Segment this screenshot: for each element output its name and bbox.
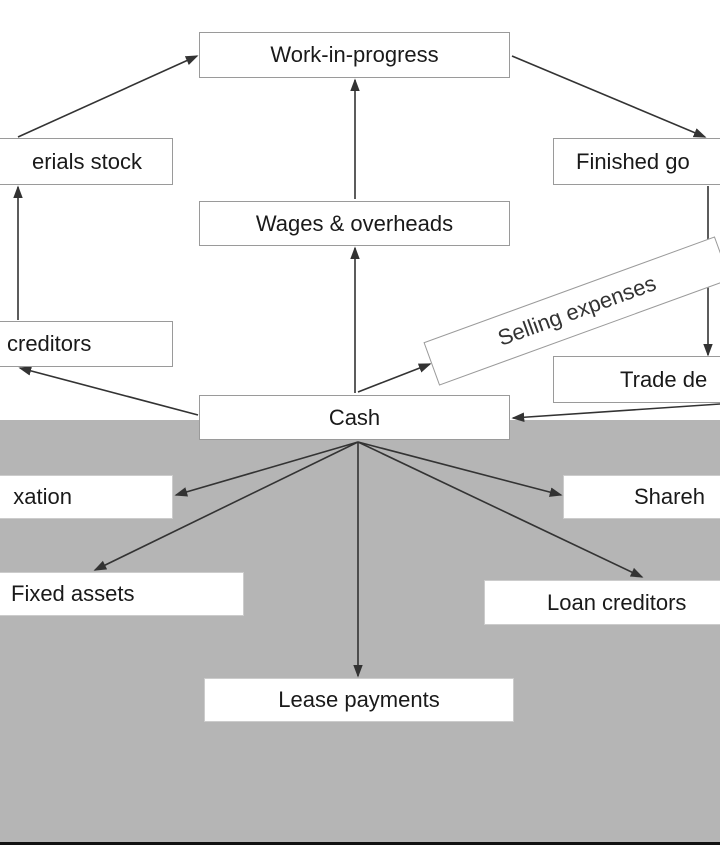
node-cash: Cash xyxy=(199,395,510,440)
arrow-wip-to-finished xyxy=(511,55,707,138)
arrow-cash-to-selling xyxy=(357,363,432,393)
arrow-cash-to-shareholders xyxy=(357,441,563,497)
node-lease-payments: Lease payments xyxy=(204,678,514,722)
arrow-rawstock-to-wip xyxy=(17,55,199,138)
node-taxation: xation xyxy=(0,475,173,519)
arrow-cash-to-taxation xyxy=(174,441,359,497)
node-wages-overheads: Wages & overheads xyxy=(199,201,510,246)
bottom-border xyxy=(0,842,720,845)
arrow-cash-to-creditors xyxy=(18,366,199,416)
node-work-in-progress: Work-in-progress xyxy=(199,32,510,78)
node-trade-creditors: creditors xyxy=(0,321,173,367)
node-raw-materials-stock: erials stock xyxy=(0,138,173,185)
node-trade-debtors: Trade de xyxy=(553,356,720,403)
arrow-trade-debtors-to-cash xyxy=(511,403,720,423)
arrow-cash-to-fixed-assets xyxy=(93,441,359,571)
node-shareholders: Shareh xyxy=(563,475,720,519)
arrow-cash-to-loan-creditors xyxy=(357,441,644,578)
node-finished-goods: Finished go xyxy=(553,138,720,185)
node-loan-creditors: Loan creditors xyxy=(484,580,720,625)
node-fixed-assets: Fixed assets xyxy=(0,572,244,616)
